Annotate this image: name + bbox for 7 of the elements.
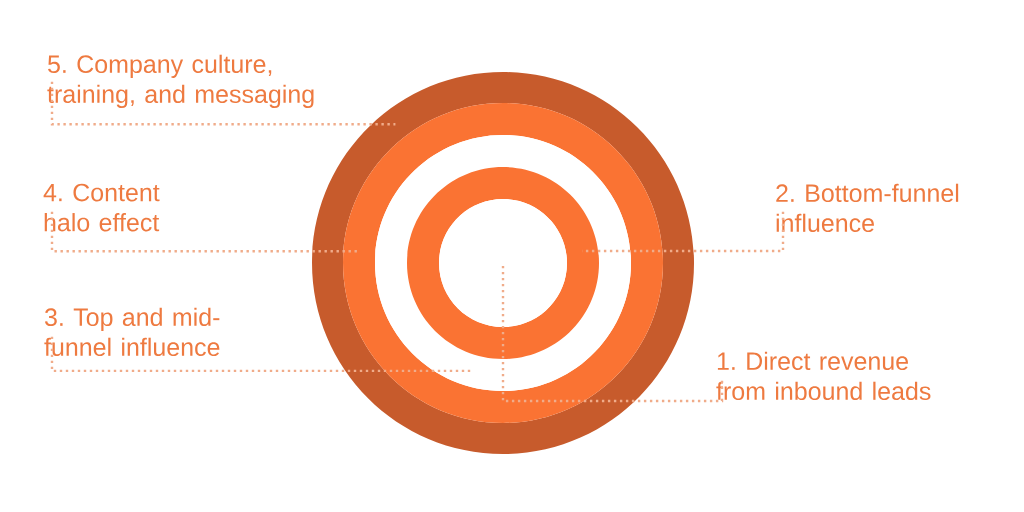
callout-label: 5. Company culture, training, and messaging (47, 54, 314, 108)
leader-line (50, 211, 360, 253)
callout-label: 1. Direct revenue from inbound leads (716, 351, 931, 401)
callout-label: 4. Content halo effect (43, 183, 160, 232)
callout-label: 2. Bottom-funnel influence (776, 183, 959, 233)
callout-label: 3. Top and mid-funnel influence (44, 307, 220, 357)
leader-line (50, 81, 396, 126)
